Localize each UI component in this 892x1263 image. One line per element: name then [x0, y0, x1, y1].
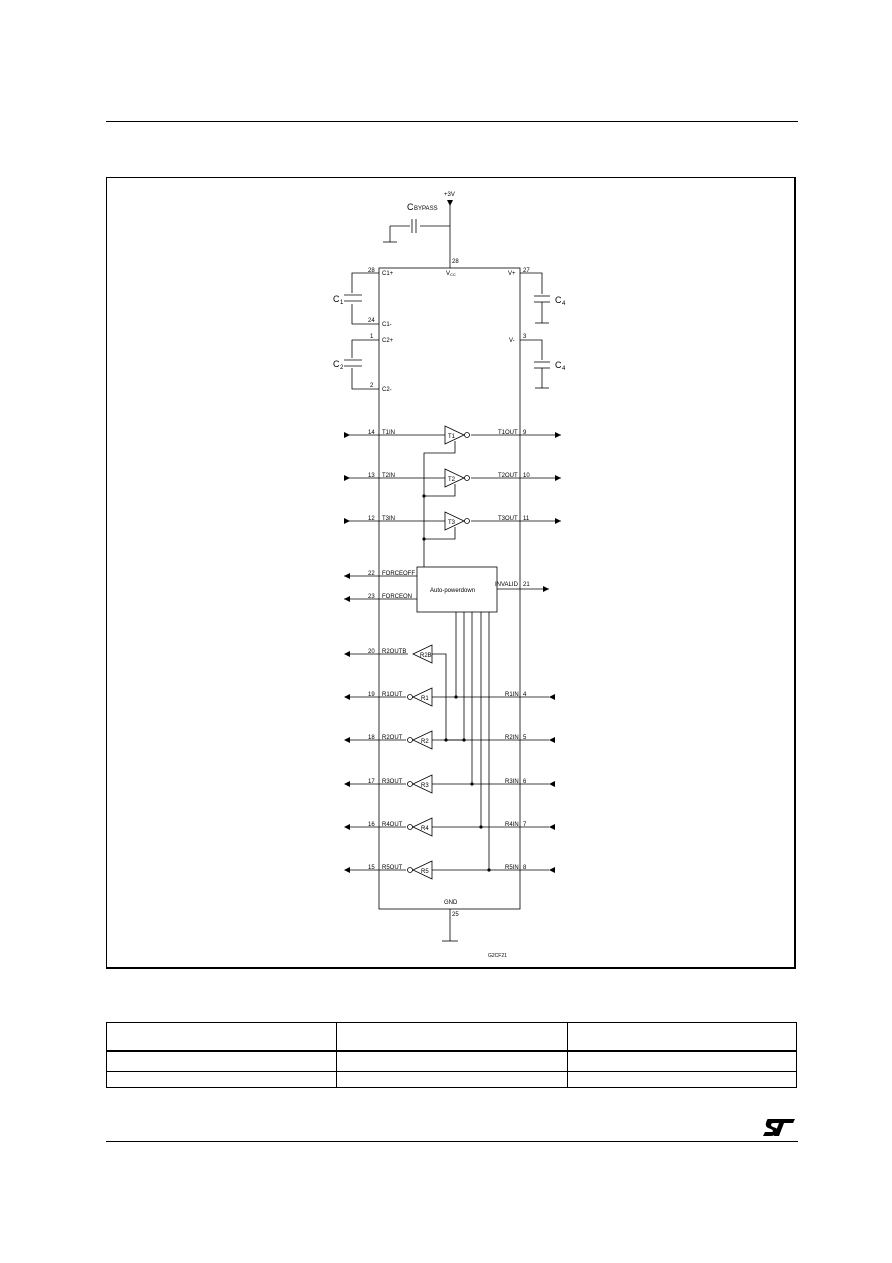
right-pin-name: R3IN: [505, 779, 519, 785]
right-pin-num: 21: [523, 582, 530, 588]
header-rule: [106, 121, 798, 122]
left-pin-name: T3IN: [382, 516, 395, 522]
c3-sub: 4: [562, 301, 566, 307]
left-pin-num: 13: [368, 473, 375, 479]
table-row: [106, 1071, 797, 1088]
table-cell: [106, 1051, 337, 1072]
supply-label: +3V: [444, 192, 455, 198]
right-pin-name: T3OUT: [498, 516, 518, 522]
table-cell: [336, 1051, 568, 1072]
left-pin-name: C2+: [382, 338, 394, 344]
left-pin-num: 14: [368, 430, 375, 436]
gnd-pin: 25: [452, 912, 459, 918]
left-pin-name: C2-: [382, 387, 392, 393]
right-pin-name: R4IN: [505, 822, 519, 828]
right-pin-num: 3: [523, 334, 527, 340]
schematic-frame: [106, 177, 796, 969]
left-pin-num: 17: [368, 779, 375, 785]
receiver-label: R1: [421, 696, 429, 702]
left-pin-num: 24: [368, 318, 375, 324]
vcc-sub: CC: [450, 272, 456, 277]
driver-label: T3: [448, 520, 456, 526]
receiver-label: R3: [421, 783, 429, 789]
right-pin-num: 27: [523, 268, 530, 274]
left-pin-num: 2: [370, 383, 374, 389]
receiver-label: R4: [421, 826, 429, 832]
driver-label: T2: [448, 477, 456, 483]
c1-sub: 1: [340, 300, 344, 306]
left-pin-name: R2OUTB: [382, 649, 406, 655]
table-cell: [567, 1051, 797, 1072]
right-pin-name: V-: [509, 338, 515, 344]
table-cell: [106, 1071, 337, 1088]
left-pin-num: 23: [368, 594, 375, 600]
left-pin-num: 18: [368, 735, 375, 741]
figure-code: G2CF21: [488, 953, 507, 959]
right-pin-name: T1OUT: [498, 430, 518, 436]
c1-label: C: [333, 294, 340, 304]
right-pin-name: R1IN: [505, 692, 519, 698]
receiver-label: R5: [421, 869, 429, 875]
left-pin-num: 12: [368, 516, 375, 522]
c3-label: C: [555, 295, 562, 305]
left-pin-name: R4OUT: [382, 822, 403, 828]
receiver-label: R2B: [420, 653, 432, 659]
driver-label: T1: [448, 434, 456, 440]
c4-label: C: [555, 360, 562, 370]
right-pin-num: 8: [523, 865, 527, 871]
table-row: [106, 1051, 797, 1072]
left-pin-num: 22: [368, 571, 375, 577]
right-pin-name: R2IN: [505, 735, 519, 741]
chip-body: [378, 267, 521, 910]
table-cell: [336, 1022, 568, 1052]
left-pin-num: 19: [368, 692, 375, 698]
right-pin-num: 5: [523, 735, 527, 741]
right-pin-num: 11: [523, 516, 530, 522]
c2-label: C: [333, 359, 340, 369]
footer-rule: [106, 1141, 798, 1142]
empty-table: [106, 1022, 797, 1088]
supply-pin: 28: [452, 259, 459, 265]
left-pin-name: FORCEOFF: [382, 571, 415, 577]
left-pin-num: 15: [368, 865, 375, 871]
bypass-cap-label: C: [407, 202, 414, 212]
left-pin-num: 1: [370, 334, 374, 340]
right-pin-name: R5IN: [505, 865, 519, 871]
left-pin-name: T1IN: [382, 430, 395, 436]
left-pin-name: R3OUT: [382, 779, 403, 785]
left-pin-name: T2IN: [382, 473, 395, 479]
auto-powerdown-label: Auto-powerdown: [430, 588, 475, 594]
receiver-label: R2: [421, 739, 429, 745]
right-pin-num: 7: [523, 822, 527, 828]
left-pin-name: FORCEON: [382, 594, 412, 600]
st-logo-icon: [763, 1119, 795, 1136]
right-pin-num: 6: [523, 779, 527, 785]
table-cell: [567, 1022, 797, 1052]
gnd-label: GND: [444, 900, 458, 906]
left-pin-num: 28: [368, 268, 375, 274]
left-pin-name: R5OUT: [382, 865, 403, 871]
c4-sub: 4: [562, 366, 566, 372]
right-pin-name: INVALID: [495, 582, 519, 588]
table-cell: [567, 1071, 797, 1088]
right-pin-num: 4: [523, 692, 527, 698]
table-header-row: [106, 1022, 797, 1052]
vcc-label: V: [446, 271, 450, 277]
left-pin-num: 16: [368, 822, 375, 828]
right-pin-num: 10: [523, 473, 530, 479]
left-pin-name: R1OUT: [382, 692, 403, 698]
left-pin-name: R2OUT: [382, 735, 403, 741]
left-pin-num: 20: [368, 649, 375, 655]
right-pin-name: T2OUT: [498, 473, 518, 479]
left-pin-name: C1-: [382, 322, 392, 328]
right-pin-name: V+: [508, 271, 516, 277]
right-pin-num: 9: [523, 430, 527, 436]
table-cell: [336, 1071, 568, 1088]
left-pin-name: C1+: [382, 271, 394, 277]
bypass-cap-sub: BYPASS: [414, 206, 438, 212]
c2-sub: 2: [340, 365, 344, 371]
table-cell: [106, 1022, 337, 1052]
